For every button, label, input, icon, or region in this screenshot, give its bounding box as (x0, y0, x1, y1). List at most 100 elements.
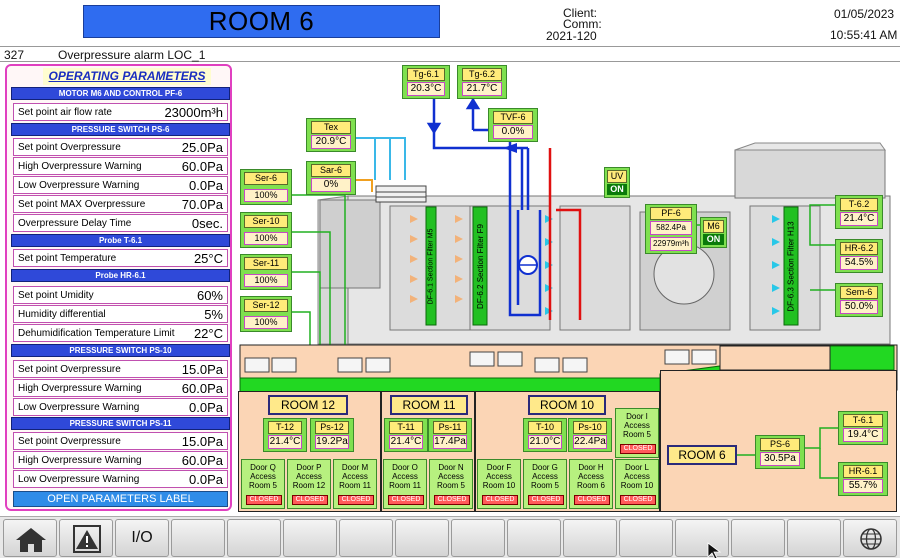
door-line1: Door H (578, 463, 604, 472)
tag-t10[interactable]: T-10 21.0°C (523, 418, 567, 452)
tag-value: 21.4°C (840, 212, 878, 226)
tag-ps12[interactable]: Ps-12 19.2Pa (310, 418, 354, 452)
tag-ps6[interactable]: PS-6 30.5Pa (755, 435, 805, 469)
door-line3: Room 5 (530, 481, 559, 490)
tag-tg62[interactable]: Tg-6.2 21.7°C (457, 65, 507, 99)
alarm-bar[interactable]: 327 Overpressure alarm LOC_1 (0, 46, 900, 62)
tag-t11[interactable]: T-11 21.4°C (384, 418, 428, 452)
section-t61: Probe T-6.1 (11, 234, 230, 247)
tag-uv[interactable]: UV ON (604, 167, 630, 198)
room-6-label[interactable]: ROOM 6 (667, 445, 737, 465)
room-10-label[interactable]: ROOM 10 (528, 395, 606, 415)
tag-t12[interactable]: T-12 21.4°C (263, 418, 307, 452)
room-12-label[interactable]: ROOM 12 (268, 395, 348, 415)
taskbar-button-5[interactable] (227, 519, 281, 557)
taskbar-button-8[interactable] (395, 519, 449, 557)
taskbar-button-14[interactable] (731, 519, 785, 557)
tag-value: 21.7°C (462, 82, 502, 96)
door-line3: Room 10 (620, 481, 654, 490)
tag-hr61[interactable]: HR-6.1 55.7% (838, 462, 888, 496)
tag-ser6[interactable]: Ser-6 100% (240, 169, 292, 205)
tag-t61[interactable]: T-6.1 19.4°C (838, 411, 888, 445)
language-button[interactable] (843, 519, 897, 557)
tag-sem6[interactable]: Sem-6 50.0% (835, 283, 883, 317)
taskbar-button-7[interactable] (339, 519, 393, 557)
room-11-label[interactable]: ROOM 11 (390, 395, 468, 415)
time-display: 10:55:41 AM (830, 28, 898, 42)
tag-ps10[interactable]: Ps-10 22.4Pa (568, 418, 612, 452)
tag-tex[interactable]: Tex 20.9°C (306, 118, 356, 152)
tag-name: T-6.1 (843, 414, 883, 427)
taskbar-button-13[interactable] (675, 519, 729, 557)
param-value: 60% (196, 288, 223, 303)
door-line2: Access (578, 472, 604, 481)
hot-water-lines (548, 148, 582, 320)
tag-sar6[interactable]: Sar-6 0% (306, 161, 356, 195)
tag-value: 100% (244, 316, 288, 329)
door-line1: Door P (296, 463, 322, 472)
io-button[interactable]: I/O (115, 519, 169, 557)
door-status: CLOSED (620, 495, 656, 505)
tag-tvf6[interactable]: TVF-6 0.0% (488, 108, 538, 142)
comm-label: Comm: (563, 17, 602, 31)
param-label: Set point Temperature (18, 253, 117, 264)
door-line2: Access (250, 472, 276, 481)
taskbar-button-15[interactable] (787, 519, 841, 557)
taskbar-button-12[interactable] (619, 519, 673, 557)
door-status: CLOSED (388, 495, 424, 505)
tag-ps11[interactable]: Ps-11 17.4Pa (428, 418, 472, 452)
tag-ser11[interactable]: Ser-11 100% (240, 254, 292, 290)
open-parameters-button[interactable]: OPEN PARAMETERS LABEL (13, 491, 228, 507)
tag-tg61[interactable]: Tg-6.1 20.3°C (402, 65, 450, 99)
mouse-cursor-icon (707, 542, 722, 558)
tag-pf6[interactable]: PF-6 582.4Pa 22979m³h (645, 204, 697, 254)
vent-grilles (244, 349, 717, 373)
taskbar-button-9[interactable] (451, 519, 505, 557)
tag-value: 30.5Pa (760, 452, 800, 466)
param-label: Low Overpressure Warning (18, 180, 140, 191)
tag-value: 21.0°C (528, 435, 562, 449)
tag-ser12[interactable]: Ser-12 100% (240, 296, 292, 332)
taskbar-button-11[interactable] (563, 519, 617, 557)
taskbar-button-10[interactable] (507, 519, 561, 557)
home-button[interactable] (3, 519, 57, 557)
tag-value: 17.4Pa (433, 435, 467, 449)
taskbar-button-4[interactable] (171, 519, 225, 557)
tag-value: 54.5% (840, 256, 878, 270)
tag-hr62[interactable]: HR-6.2 54.5% (835, 239, 883, 273)
door-line1: Door N (438, 463, 464, 472)
ahu-inlet-block (319, 199, 381, 289)
alarms-button[interactable] (59, 519, 113, 557)
taskbar: I/O (0, 516, 900, 558)
tag-t62[interactable]: T-6.2 21.4°C (835, 195, 883, 229)
tag-ser10[interactable]: Ser-10 100% (240, 212, 292, 248)
tag-m6[interactable]: M6 ON (700, 217, 727, 248)
taskbar-button-6[interactable] (283, 519, 337, 557)
